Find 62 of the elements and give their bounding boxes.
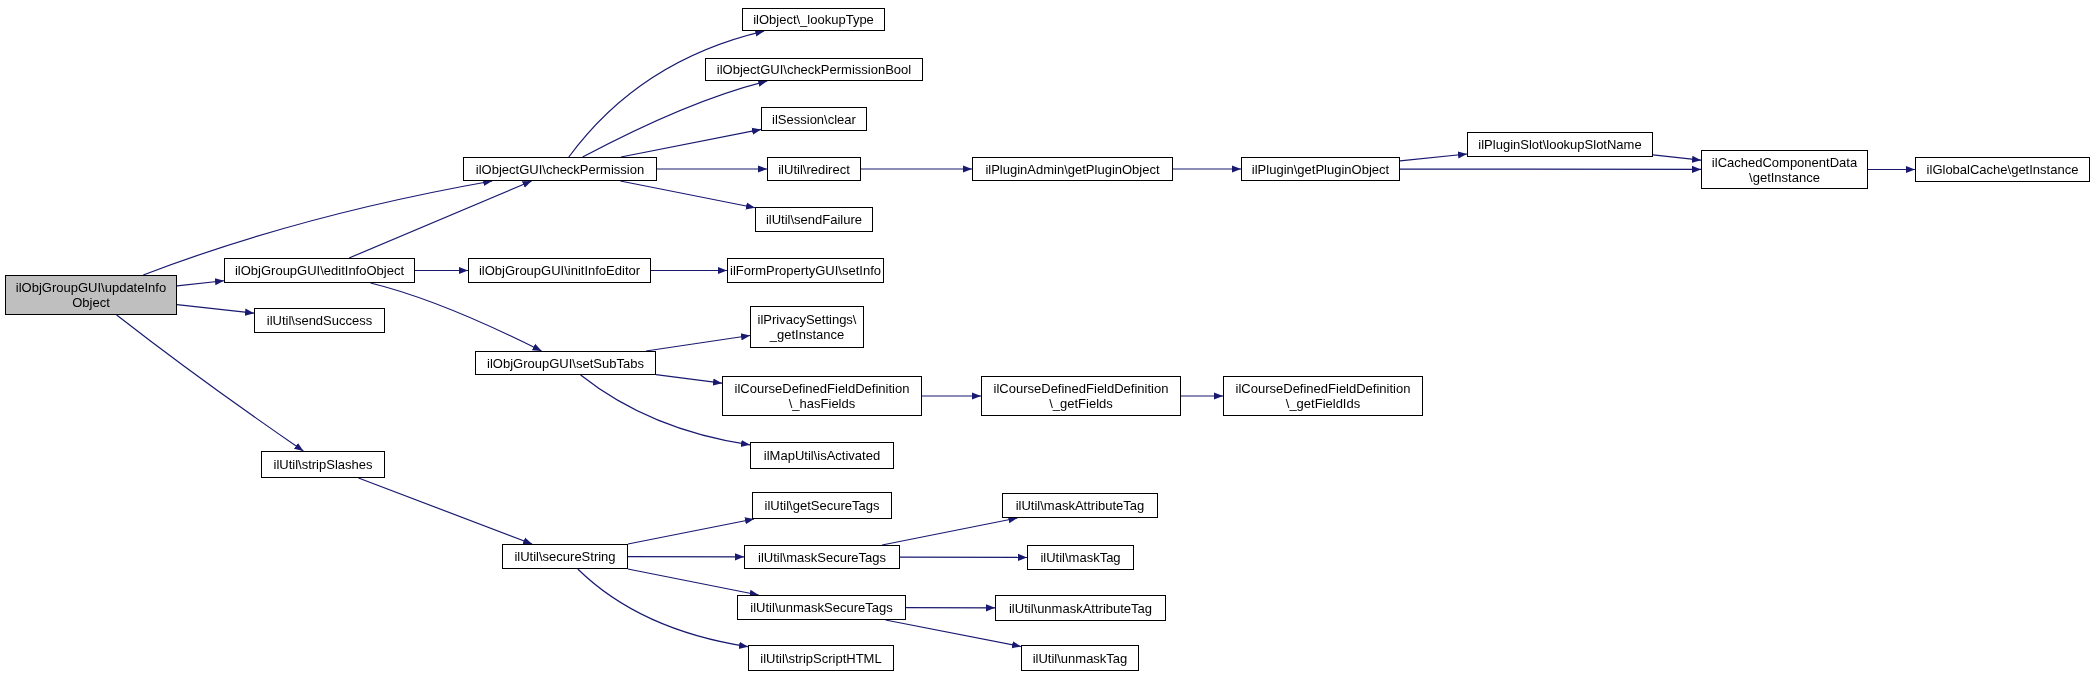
function-box: ilSession\clear [761, 107, 867, 131]
arrow [414, 266, 469, 275]
arrow [921, 392, 982, 400]
function-box: ilUtil\unmaskSecureTags [737, 595, 906, 620]
arrow [1652, 154, 1702, 163]
function-box: ilPluginAdmin\getPluginObject [972, 157, 1173, 181]
arrow [369, 282, 543, 352]
function-box: ilObjGroupGUI\editInfoObject [224, 258, 415, 283]
arrow [1399, 165, 1702, 173]
function-box: ilUtil\maskTag [1027, 545, 1134, 570]
arrow [142, 179, 493, 276]
arrow [650, 266, 728, 275]
arrow [176, 304, 255, 316]
arrow [582, 79, 768, 158]
arrow [116, 314, 304, 452]
function-box: ilMapUtil\isActivated [750, 442, 894, 469]
function-box: ilUtil\sendSuccess [254, 308, 385, 333]
function-box: ilPlugin\getPluginObject [1241, 157, 1400, 181]
arrow [348, 180, 533, 259]
function-box: ilObject\_lookupType [742, 8, 885, 31]
arrow [1180, 392, 1224, 400]
arrow [620, 127, 762, 158]
function-box: ilCourseDefinedFieldDefinition \_getFieldIds [1223, 376, 1423, 416]
arrow [627, 568, 760, 597]
function-box: ilCachedComponentData \getInstance [1701, 150, 1868, 189]
function-box: ilFormPropertyGUI\setInfo [727, 258, 884, 283]
function-box: ilObjGroupGUI\setSubTabs [475, 351, 656, 375]
arrow [1172, 165, 1242, 173]
function-box: ilUtil\unmaskTag [1021, 645, 1139, 671]
arrow [627, 553, 745, 561]
function-box: ilUtil\secureString [502, 544, 628, 569]
arrow [176, 278, 225, 287]
function-box: ilUtil\stripScriptHTML [748, 645, 894, 671]
arrow [905, 604, 996, 612]
arrow [656, 165, 768, 173]
arrow [881, 516, 1018, 546]
arrow [627, 517, 755, 545]
highlighted-function-box: ilObjGroupGUI\updateInfo Object [5, 275, 177, 315]
arrow [357, 477, 533, 545]
function-box: ilUtil\maskSecureTags [744, 545, 900, 569]
function-box: ilCourseDefinedFieldDefinition \_hasFields [722, 376, 922, 416]
arrow [580, 374, 751, 447]
function-box: ilCourseDefinedFieldDefinition \_getFields [981, 376, 1181, 416]
function-box: ilPrivacySettings\ _getInstance [750, 306, 864, 348]
function-box: ilUtil\maskAttributeTag [1002, 493, 1158, 518]
function-box: ilUtil\stripSlashes [261, 451, 385, 478]
arrow [1867, 165, 1916, 174]
function-box: ilObjGroupGUI\initInfoEditor [468, 258, 651, 283]
arrow [860, 165, 973, 173]
function-box: ilUtil\sendFailure [755, 207, 873, 232]
arrow [899, 553, 1028, 561]
function-box: ilUtil\getSecureTags [752, 492, 892, 519]
function-box: ilUtil\unmaskAttributeTag [995, 595, 1166, 621]
arrow [1399, 151, 1468, 162]
function-box: ilObjectGUI\checkPermissionBool [705, 58, 923, 81]
function-box: ilUtil\redirect [767, 157, 861, 181]
function-box: ilObjectGUI\checkPermission [463, 157, 657, 181]
function-box: ilGlobalCache\getInstance [1915, 157, 2090, 182]
function-box: ilPluginSlot\lookupSlotName [1467, 132, 1653, 157]
arrow [655, 374, 723, 386]
arrow [577, 568, 749, 649]
arrow [568, 29, 765, 158]
